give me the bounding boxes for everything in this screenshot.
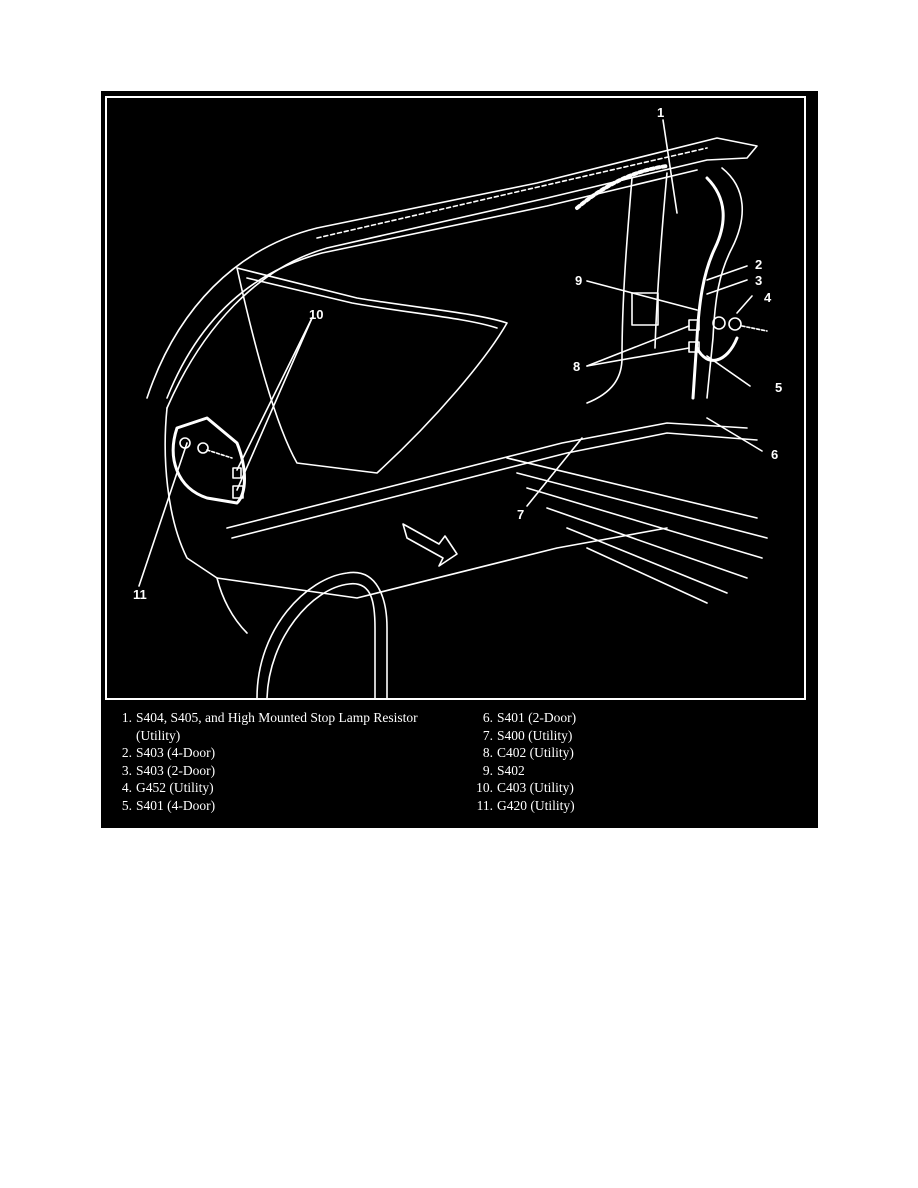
callout-2: 2 bbox=[755, 257, 763, 272]
figure-panel: 1 2 3 4 5 6 7 8 9 10 11 1.S404, S405, an… bbox=[101, 91, 818, 828]
legend-column-right: 6.S401 (2-Door) 7.S400 (Utility) 8.C402 … bbox=[471, 709, 731, 815]
legend-item-1: 1.S404, S405, and High Mounted Stop Lamp… bbox=[121, 710, 418, 725]
legend-item-7: 7.S400 (Utility) bbox=[482, 727, 573, 743]
legend-item-1-continuation: (Utility) bbox=[136, 727, 181, 743]
legend-item-4: 4.G452 (Utility) bbox=[121, 780, 214, 796]
callout-10: 10 bbox=[309, 307, 324, 322]
legend-item-9: 9.S402 bbox=[482, 762, 525, 778]
callout-1: 1 bbox=[657, 105, 665, 120]
callout-6: 6 bbox=[771, 447, 779, 462]
legend-item-8: 8.C402 (Utility) bbox=[482, 745, 574, 761]
callout-8: 8 bbox=[573, 359, 581, 374]
legend-item-5: 5.S401 (4-Door) bbox=[121, 797, 216, 813]
legend-item-3: 3.S403 (2-Door) bbox=[121, 762, 216, 778]
callout-9: 9 bbox=[575, 273, 583, 288]
callout-4: 4 bbox=[764, 290, 772, 305]
legend-item-6: 6.S401 (2-Door) bbox=[482, 710, 577, 725]
callout-3: 3 bbox=[755, 273, 763, 288]
legend-item-11: 11.G420 (Utility) bbox=[476, 797, 575, 813]
callout-11: 11 bbox=[133, 587, 147, 602]
legend-column-left: 1.S404, S405, and High Mounted Stop Lamp… bbox=[118, 709, 498, 815]
illustration-frame: 1 2 3 4 5 6 7 8 9 10 11 bbox=[105, 96, 806, 700]
vehicle-interior-illustration bbox=[138, 119, 768, 699]
legend-item-10: 10.C403 (Utility) bbox=[476, 780, 574, 796]
legend-item-2: 2.S403 (4-Door) bbox=[121, 745, 216, 761]
legend: 1.S404, S405, and High Mounted Stop Lamp… bbox=[101, 709, 818, 828]
callout-7: 7 bbox=[517, 507, 525, 522]
callout-5: 5 bbox=[775, 380, 783, 395]
